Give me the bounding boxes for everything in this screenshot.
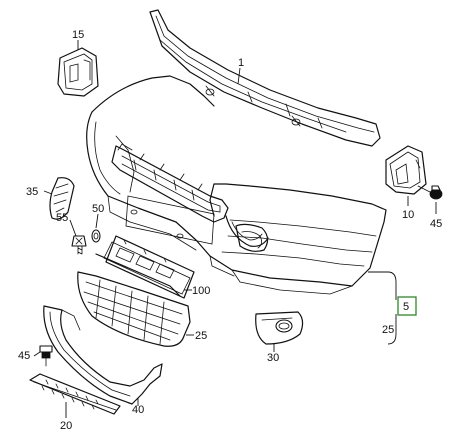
- brace-top: [368, 271, 397, 300]
- label-100: 100: [192, 285, 210, 297]
- label-1: 1: [238, 57, 244, 69]
- fog-light-cover: [255, 311, 304, 345]
- label-15: 15: [72, 29, 84, 41]
- leader-50: [95, 213, 99, 229]
- label-35: 35: [26, 186, 38, 198]
- label-30: 30: [267, 352, 279, 364]
- upper-grille-frame: [111, 143, 229, 223]
- label-45-left: 45: [18, 350, 30, 362]
- brace-bottom: [387, 314, 397, 345]
- label-40: 40: [132, 404, 144, 416]
- bolt-right: [417, 185, 443, 200]
- bumper-fog-recess: [235, 223, 269, 252]
- label-25-right: 25: [382, 324, 394, 336]
- leader-1: [237, 67, 241, 85]
- label-50: 50: [92, 203, 104, 215]
- license-plate-bracket: [95, 235, 195, 299]
- skid-plate: [29, 373, 121, 415]
- leader-35: [43, 190, 53, 195]
- bolt-left: [39, 345, 53, 367]
- bumper-plate-area: [125, 195, 215, 245]
- leader-55: [69, 219, 77, 237]
- label-10: 10: [402, 209, 414, 221]
- bracket-right: [385, 145, 427, 195]
- part-5-box: [397, 296, 417, 316]
- label-55: 55: [56, 212, 68, 224]
- label-45-right: 45: [430, 218, 442, 230]
- label-20: 20: [60, 420, 72, 432]
- bracket-left: [57, 47, 99, 97]
- label-5: 5: [403, 301, 409, 313]
- screw: [71, 235, 87, 255]
- side-reflector: [49, 177, 75, 220]
- leader-45-left: [33, 351, 41, 357]
- label-25-left: 25: [195, 330, 207, 342]
- clip: [91, 229, 101, 243]
- bumper-cover: [86, 75, 387, 295]
- reinforcement-bar: [149, 9, 381, 147]
- lower-spoiler: [43, 305, 163, 405]
- lower-grille: [77, 271, 191, 347]
